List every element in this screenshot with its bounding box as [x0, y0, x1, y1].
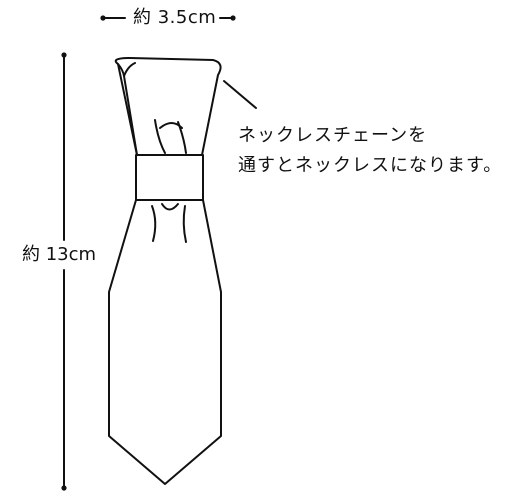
leader-line [223, 80, 257, 109]
chain-note-line-2: 通すとネックレスになります。 [238, 155, 503, 176]
chain-note: ネックレスチェーンを 通すとネックレスになります。 [238, 121, 502, 181]
tie-knot [114, 57, 222, 156]
tie-blade [108, 199, 222, 485]
height-dimension-line [61, 52, 67, 491]
height-label: 約 13cm [22, 243, 97, 267]
tie-band [135, 154, 204, 201]
width-dimension-arrow [100, 15, 236, 21]
width-label: 約 3.5cm [133, 7, 217, 28]
chain-note-line-1: ネックレスチェーンを [238, 125, 428, 146]
